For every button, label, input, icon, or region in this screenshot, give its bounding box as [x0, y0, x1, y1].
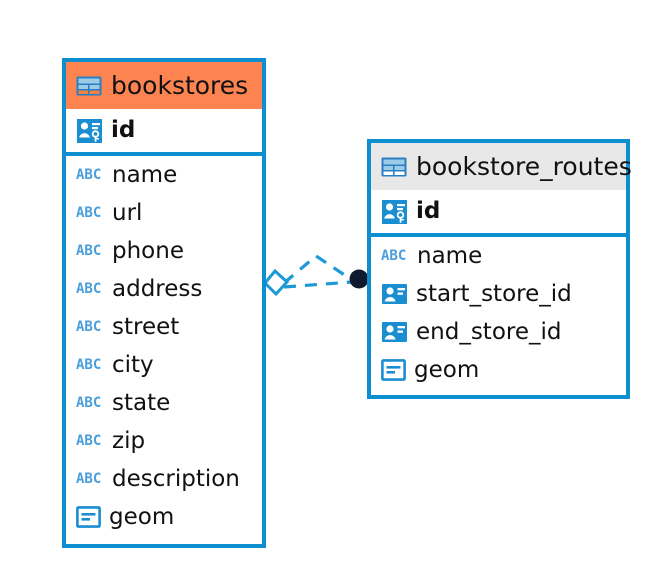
field-row-id[interactable]: id: [66, 109, 262, 152]
abc-text-icon: ABC: [76, 205, 102, 221]
field-label: geom: [414, 356, 480, 383]
field-label: id: [416, 198, 441, 224]
abc-text-icon: ABC: [76, 167, 102, 183]
field-label: city: [112, 351, 154, 378]
field-row-start-store-id[interactable]: start_store_id: [371, 275, 626, 313]
field-label: state: [112, 389, 171, 416]
field-list: id ABC name start_store_id: [371, 190, 626, 389]
field-row-url[interactable]: ABC url: [66, 194, 262, 232]
abc-text-icon: ABC: [76, 243, 102, 259]
entity-title: bookstores: [111, 71, 249, 100]
field-row-city[interactable]: ABC city: [66, 346, 262, 384]
abc-text-icon: ABC: [76, 357, 102, 373]
table-icon: [381, 157, 407, 176]
relationship-diamond-marker: [262, 268, 290, 297]
field-row-address[interactable]: ABC address: [66, 270, 262, 308]
field-label: description: [112, 465, 240, 492]
field-label: url: [112, 199, 143, 226]
entity-table-bookstores[interactable]: bookstores id: [62, 58, 266, 548]
field-row-street[interactable]: ABC street: [66, 308, 262, 346]
foreign-key-icon: [382, 322, 407, 342]
field-label: phone: [112, 237, 184, 264]
field-row-geom[interactable]: geom: [66, 498, 262, 536]
field-row-id[interactable]: id: [371, 190, 626, 233]
field-row-geom[interactable]: geom: [371, 351, 626, 389]
entity-header[interactable]: bookstore_routes: [371, 143, 632, 190]
relationship-line-lower: [283, 280, 353, 289]
field-row-end-store-id[interactable]: end_store_id: [371, 313, 626, 351]
primary-key-icon: [77, 118, 102, 143]
abc-text-icon: ABC: [76, 319, 102, 335]
field-label: start_store_id: [416, 280, 572, 307]
abc-text-icon: ABC: [76, 395, 102, 411]
entity-table-bookstore-routes[interactable]: bookstore_routes id ABC: [367, 139, 632, 399]
field-label: name: [417, 242, 483, 269]
field-row-state[interactable]: ABC state: [66, 384, 262, 422]
field-label: id: [111, 117, 136, 143]
abc-text-icon: ABC: [76, 471, 102, 487]
geometry-icon: [76, 506, 101, 528]
field-label: address: [112, 275, 203, 302]
primary-key-icon: [382, 199, 407, 224]
field-row-zip[interactable]: ABC zip: [66, 422, 262, 460]
relationship-endpoint-marker: [349, 269, 369, 289]
table-icon: [76, 76, 102, 95]
field-row-description[interactable]: ABC description: [66, 460, 262, 498]
field-label: zip: [112, 427, 146, 454]
primary-key-separator: [66, 152, 262, 156]
relationship-line-upper: [282, 254, 353, 285]
geometry-icon: [381, 359, 406, 381]
entity-title: bookstore_routes: [416, 152, 632, 181]
entity-header[interactable]: bookstores: [66, 62, 262, 109]
field-label: name: [112, 161, 178, 188]
field-row-name[interactable]: ABC name: [371, 237, 626, 275]
field-label: end_store_id: [416, 318, 562, 345]
abc-text-icon: ABC: [76, 433, 102, 449]
foreign-key-icon: [382, 284, 407, 304]
field-list: id ABC name ABC url ABC phone ABC addres…: [66, 109, 262, 536]
field-label: street: [112, 313, 180, 340]
abc-text-icon: ABC: [76, 281, 102, 297]
abc-text-icon: ABC: [381, 248, 407, 264]
field-row-phone[interactable]: ABC phone: [66, 232, 262, 270]
field-row-name[interactable]: ABC name: [66, 156, 262, 194]
field-label: geom: [109, 503, 175, 530]
primary-key-separator: [371, 233, 626, 237]
